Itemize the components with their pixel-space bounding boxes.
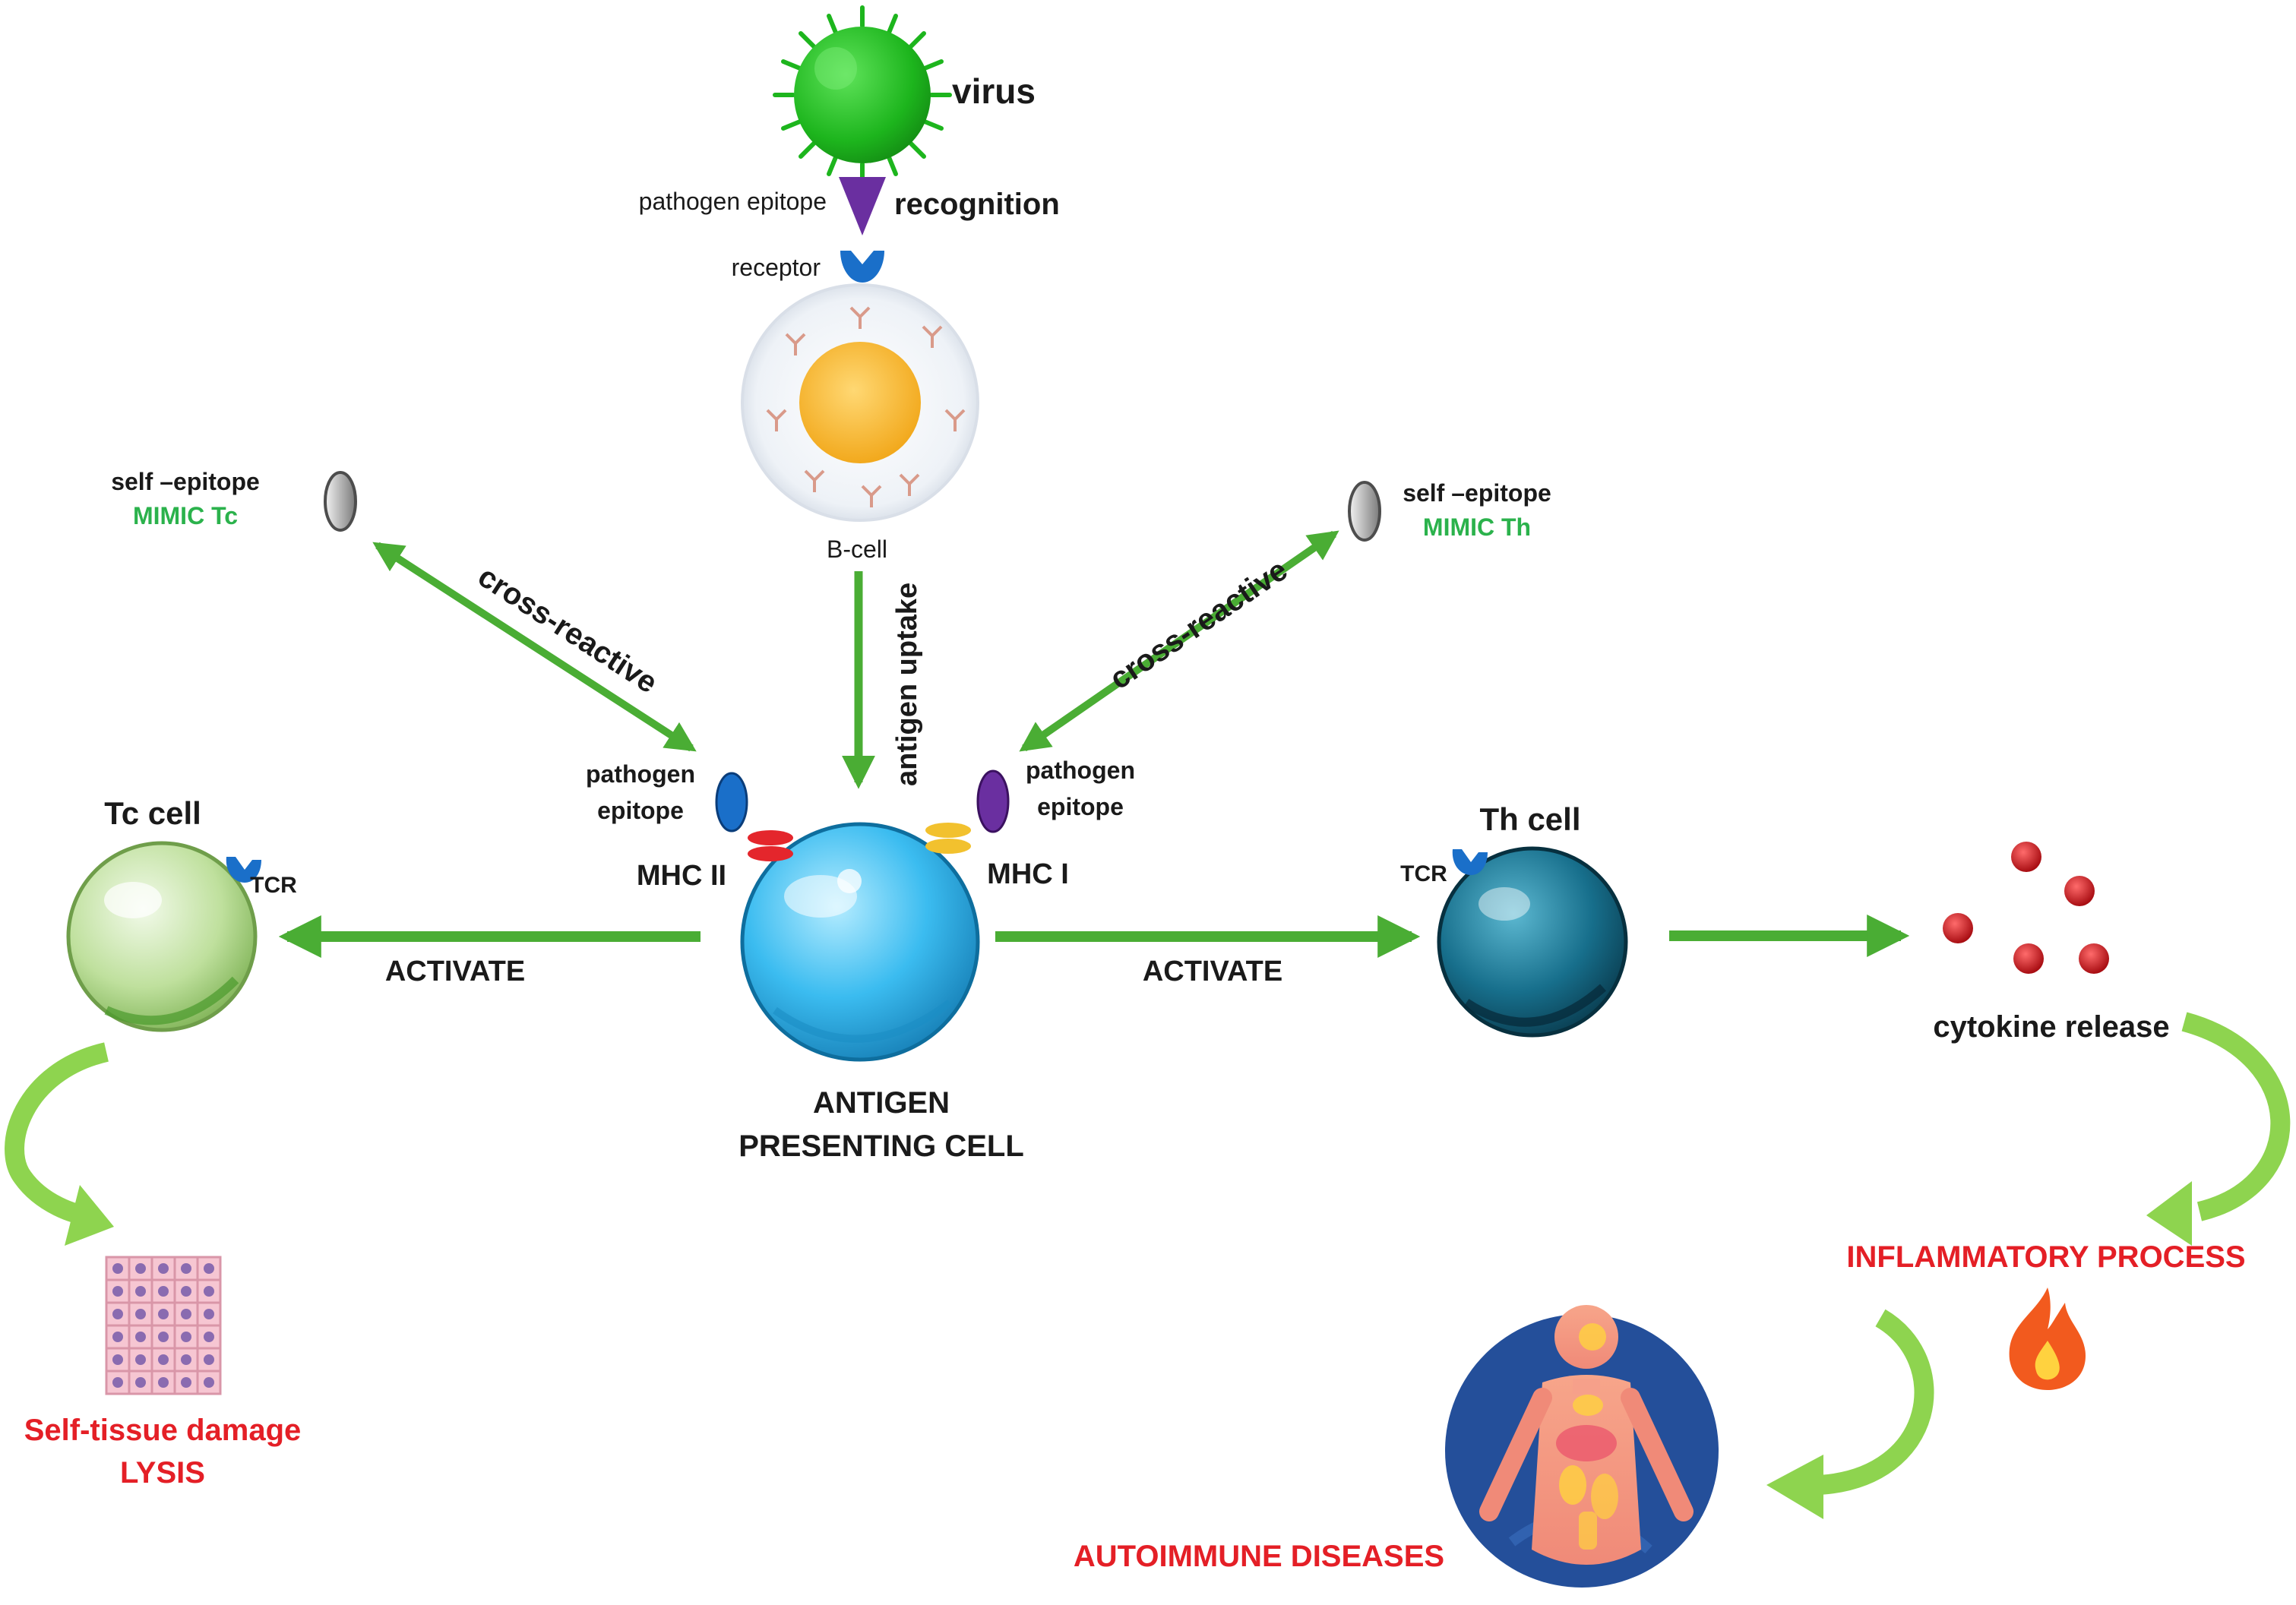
cross-reactive-right-arrow: cross-reactive <box>1019 530 1339 752</box>
receptor-icon <box>840 251 884 283</box>
self-epitope-right: self –epitope MIMIC Th <box>1348 479 1551 542</box>
human-body-icon <box>1445 1305 1719 1588</box>
th-cell-label: Th cell <box>1479 801 1580 837</box>
pathogen-epitope-top-label: pathogen epitope <box>639 188 827 215</box>
cross-reactive-right-label: cross-reactive <box>1104 553 1294 696</box>
tc-cell: Tc cell TCR <box>66 795 297 1032</box>
apc-label-line1: ANTIGEN <box>813 1086 950 1120</box>
tcr-left-icon <box>226 857 261 883</box>
self-epitope-right-icon <box>1348 481 1381 542</box>
b-cell-label: B-cell <box>827 536 887 563</box>
virus-group: virus pathogen epitope recognition recep… <box>639 5 1060 283</box>
receptor-label: receptor <box>732 254 821 281</box>
activate-right-arrow: ACTIVATE <box>995 915 1421 987</box>
curved-arrow-to-tissue <box>5 1042 114 1246</box>
tc-cell-body-icon <box>66 841 258 1032</box>
self-epitope-left: self –epitope MIMIC Tc <box>111 468 357 532</box>
pathogen-epitope-right-line1: pathogen <box>1026 757 1135 784</box>
mhc-i-icon <box>925 823 971 854</box>
tcr-left-label: TCR <box>250 873 297 898</box>
lysis-label: LYSIS <box>120 1456 205 1490</box>
activate-left-arrow: ACTIVATE <box>278 915 701 987</box>
virus-label: virus <box>952 71 1036 111</box>
cross-reactive-left-arrow: cross-reactive <box>372 542 697 752</box>
th-cell-body-icon <box>1437 846 1628 1038</box>
b-cell-nucleus-icon <box>799 342 921 463</box>
mhc-ii-icon <box>748 830 793 861</box>
pathogen-epitope-right-line2: epitope <box>1037 793 1124 820</box>
pathogen-epitope-left-line1: pathogen <box>586 760 695 788</box>
pathogen-epitope-right-icon <box>976 769 1010 833</box>
activate-left-label: ACTIVATE <box>385 956 525 987</box>
curved-arrow-to-autoimmune <box>1766 1309 1934 1519</box>
antigen-uptake-arrow: antigen uptake <box>842 571 923 789</box>
curved-arrow-to-inflammation <box>2146 1012 2291 1246</box>
apc-label-line2: PRESENTING CELL <box>738 1130 1024 1163</box>
antibody-icons <box>766 306 966 507</box>
activate-right-label: ACTIVATE <box>1143 956 1282 987</box>
pathogen-epitope-left-line2: epitope <box>597 797 684 824</box>
b-cell: B-cell <box>741 283 979 563</box>
virus-icon <box>773 5 952 185</box>
tc-cell-label: Tc cell <box>104 795 201 831</box>
fire-icon <box>2009 1287 2086 1390</box>
self-tissue-damage-label: Self-tissue damage <box>24 1414 302 1447</box>
antigen-presenting-cell: pathogen epitope pathogen epitope MHC II… <box>586 757 1135 1163</box>
mhc-ii-label: MHC II <box>637 860 726 892</box>
th-cell: Th cell TCR <box>1400 801 1628 1038</box>
inflammatory-process-label: INFLAMMATORY PROCESS <box>1846 1240 2245 1274</box>
tcr-right-label: TCR <box>1400 861 1447 886</box>
self-epitope-left-label: self –epitope <box>111 468 260 495</box>
self-epitope-left-icon <box>324 471 357 532</box>
tcr-right-icon <box>1452 849 1488 875</box>
cytokine-release-label: cytokine release <box>1933 1010 2169 1044</box>
tissue-cells-icon <box>105 1256 222 1395</box>
mhc-i-label: MHC I <box>987 858 1069 890</box>
cross-reactive-left-label: cross-reactive <box>472 560 663 700</box>
mimic-th-label: MIMIC Th <box>1423 513 1531 541</box>
mimic-tc-label: MIMIC Tc <box>133 502 238 529</box>
recognition-label: recognition <box>894 188 1060 221</box>
self-epitope-right-label: self –epitope <box>1403 479 1551 507</box>
cytokine-icons <box>1943 842 2109 974</box>
autoimmune-diseases-label: AUTOIMMUNE DISEASES <box>1074 1540 1444 1573</box>
pathogen-epitope-left-icon <box>715 772 748 833</box>
pathogen-epitope-triangle-icon <box>839 177 886 235</box>
antigen-uptake-label: antigen uptake <box>891 583 923 786</box>
